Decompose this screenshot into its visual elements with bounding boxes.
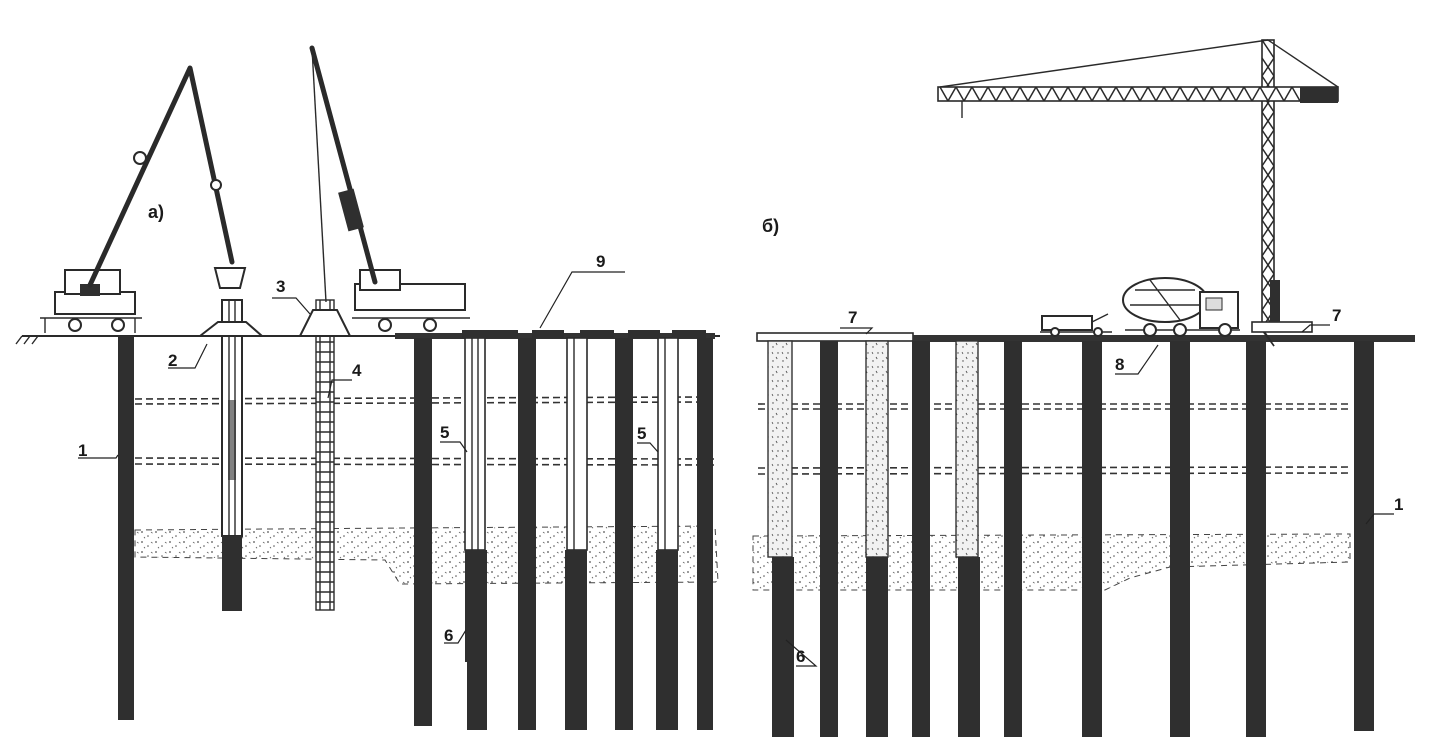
label-a-5-left: 5 xyxy=(440,423,449,442)
concrete-bores-b xyxy=(767,340,979,558)
panel-b: б) xyxy=(752,39,1415,737)
concrete-hopper xyxy=(213,267,247,289)
panel-a-title: а) xyxy=(148,202,164,222)
label-b-7-left: 7 xyxy=(848,308,857,327)
panel-a: а) xyxy=(15,45,720,730)
label-a-3: 3 xyxy=(276,277,285,296)
reinforcement-cage-4 xyxy=(315,299,335,611)
label-a-1: 1 xyxy=(78,441,87,460)
casing-tube-2 xyxy=(221,299,243,611)
pile-group-a xyxy=(414,330,713,730)
pile-1-a xyxy=(118,336,134,720)
tower-crane xyxy=(937,39,1339,347)
concrete-pump-truck xyxy=(40,65,235,333)
ground-surface-b xyxy=(756,332,1415,342)
panel-b-title: б) xyxy=(762,216,779,236)
labels-a: 1 2 3 4 5 5 6 9 xyxy=(78,252,659,645)
bearing-soil-layer-b xyxy=(752,533,1351,591)
label-b-6: 6 xyxy=(796,647,805,666)
label-a-4: 4 xyxy=(352,361,362,380)
label-a-6: 6 xyxy=(444,626,453,645)
label-a-5-right: 5 xyxy=(637,424,646,443)
labels-b: 7 7 8 6 1 xyxy=(785,306,1403,667)
guide-frame-3 xyxy=(298,309,352,337)
label-a-9: 9 xyxy=(596,252,605,271)
guide-frame-2 xyxy=(197,321,265,337)
pile-group-b xyxy=(772,341,1374,737)
crawler-crane-a xyxy=(309,45,470,332)
temporary-deck-7 xyxy=(756,332,914,342)
label-b-1: 1 xyxy=(1394,495,1403,514)
label-b-8: 8 xyxy=(1115,355,1124,374)
label-b-7-right: 7 xyxy=(1332,306,1341,325)
label-a-2: 2 xyxy=(168,351,177,370)
concrete-mixer-truck xyxy=(1122,277,1240,337)
small-machine-b xyxy=(1040,313,1112,337)
